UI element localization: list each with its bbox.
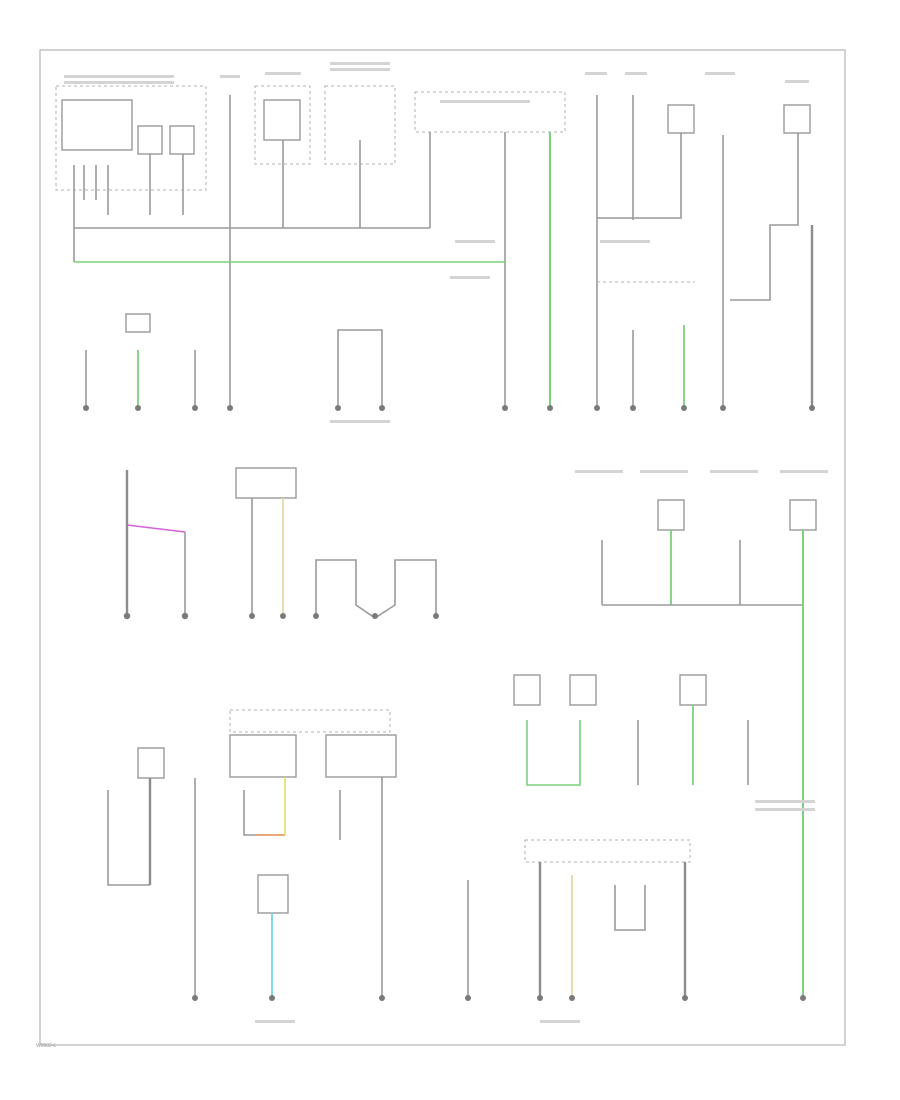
right-rear-seat-module xyxy=(679,674,707,706)
diagram-frame xyxy=(39,49,846,1046)
battery-section xyxy=(123,470,189,620)
left-junction-block xyxy=(55,85,207,191)
door-module-section xyxy=(601,499,817,1001)
wire-label-placeholders xyxy=(64,62,828,1023)
left-rear-seat-module xyxy=(569,674,597,706)
right-headlamp-assembly xyxy=(667,104,695,134)
bottom-left-section xyxy=(107,709,397,1001)
powertrain-module xyxy=(235,467,297,499)
center-upper-ground xyxy=(335,329,385,411)
right-front-door-module xyxy=(789,499,817,531)
powertrain-ground-section xyxy=(235,467,439,619)
transmission-range-sensor xyxy=(263,99,301,141)
left-heated-seat-module xyxy=(325,734,397,778)
powertrain-control-module xyxy=(524,839,691,863)
steering-angle-sensor xyxy=(257,874,289,914)
left-front-door-module xyxy=(657,499,685,531)
blower-motor-resistor xyxy=(137,747,165,779)
left-seat-module xyxy=(513,674,541,706)
rear-heated-seat-module xyxy=(229,734,297,778)
bottom-right-section xyxy=(465,839,691,1001)
hood-lamp-relay xyxy=(783,104,811,134)
rear-window-defogger-relay xyxy=(137,125,163,155)
front-control-module xyxy=(414,91,566,133)
top-left-section xyxy=(55,85,566,411)
upper-left-grounds xyxy=(83,313,198,411)
seat-module-section xyxy=(513,674,749,786)
small-relay-a xyxy=(125,313,151,333)
upper-right-section xyxy=(594,95,815,411)
diagram-code: W0002-L xyxy=(36,1043,57,1049)
horn-relay xyxy=(169,125,195,155)
cruise-control-module xyxy=(61,99,133,151)
